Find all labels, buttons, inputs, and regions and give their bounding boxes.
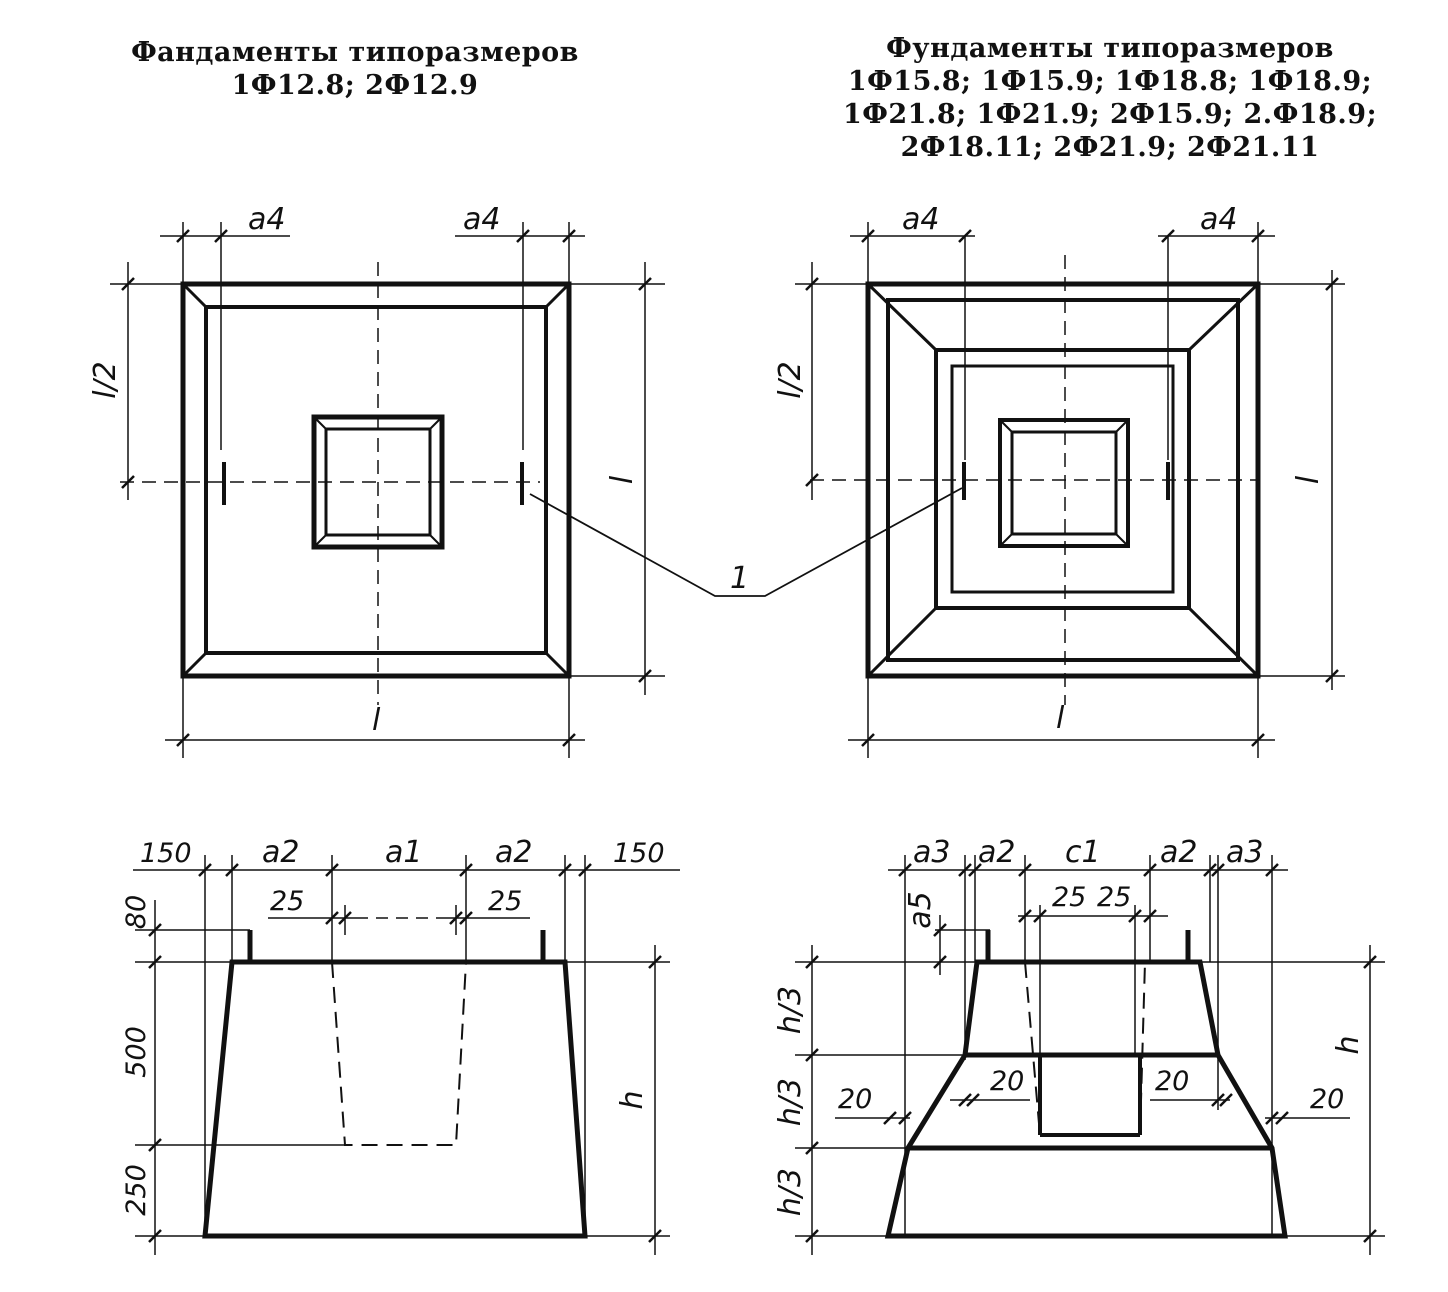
sec-left-dim-a2-left: a2: [262, 835, 299, 870]
sec-left-dim-a2-right: a2: [495, 835, 532, 870]
plan-left-l-half: l/2: [88, 361, 123, 399]
sec-right-dim-20-outer-left: 20: [838, 1084, 872, 1115]
sec-right-dim-a2-right: a2: [1160, 835, 1197, 870]
plan-right-l-bottom: l: [1056, 701, 1065, 736]
plan-right-step: [934, 348, 1191, 610]
sec-right-h3-bottom: h/3: [773, 1168, 808, 1216]
plan-left-a4-right: a4: [463, 202, 500, 237]
sec-right-h3-top: h/3: [773, 986, 808, 1034]
callout-label: 1: [730, 561, 749, 596]
sec-right-dim-25-left: 25: [1052, 882, 1086, 913]
sec-right-dim-c1: c1: [1065, 835, 1101, 870]
sec-left-dim-a1: a1: [385, 835, 422, 870]
sec-right-dim-20-inner-right: 20: [1155, 1066, 1189, 1097]
sec-right-dim-a3-right: a3: [1226, 835, 1263, 870]
plan-left-a4-left: a4: [248, 202, 285, 237]
sec-right-h3-mid: h/3: [773, 1078, 808, 1126]
title-right-line-3: 1Ф21.8; 1Ф21.9; 2Ф15.9; 2.Ф18.9;: [842, 99, 1378, 130]
sec-left-dim-150-right: 150: [613, 838, 665, 869]
sec-right-dim-a2-left: a2: [978, 835, 1015, 870]
sec-left-h-250: 250: [121, 1164, 152, 1216]
sec-right-a5: a5: [903, 891, 938, 928]
title-left-line-1: Фандаменты типоразмеров: [131, 37, 579, 68]
title-right: Фундаменты типоразмеров 1Ф15.8; 1Ф15.9; …: [820, 32, 1400, 164]
title-left-line-2: 1Ф12.8; 2Ф12.9: [231, 70, 479, 101]
sec-right-dim-25-right: 25: [1097, 882, 1131, 913]
plan-right-a4-right: a4: [1200, 202, 1237, 237]
section-right: [795, 855, 1385, 1255]
plan-right-socket: [998, 418, 1130, 548]
plan-left-inner: [204, 305, 548, 655]
sec-left-dim-25-left: 25: [270, 886, 304, 917]
plan-left-l-side: l: [605, 475, 640, 484]
title-right-line-2: 1Ф15.8; 1Ф15.9; 1Ф18.8; 1Ф18.9;: [847, 66, 1373, 97]
title-right-line-4: 2Ф18.11; 2Ф21.9; 2Ф21.11: [900, 132, 1320, 163]
plan-right-a4-left: a4: [902, 202, 939, 237]
plan-left-outline: [180, 281, 572, 679]
sec-right-dim-20-outer-right: 20: [1310, 1084, 1344, 1115]
title-right-line-1: Фундаменты типоразмеров: [886, 33, 1334, 64]
plan-right-l-side: l: [1291, 475, 1326, 484]
sec-right-dim-a3-left: a3: [913, 835, 950, 870]
plan-left-l-bottom: l: [372, 703, 381, 738]
sec-left-dim-25-right: 25: [488, 886, 522, 917]
sec-left-h-500: 500: [121, 1026, 152, 1078]
sec-left-h-80: 80: [121, 895, 152, 929]
sec-left-h: h: [615, 1090, 650, 1109]
title-left: Фандаменты типоразмеров 1Ф12.8; 2Ф12.9: [95, 36, 615, 102]
plan-left: [110, 222, 665, 758]
sec-left-dim-150-left: 150: [140, 838, 192, 869]
sec-right-dim-20-inner-left: 20: [990, 1066, 1024, 1097]
sec-right-h: h: [1331, 1035, 1366, 1054]
section-left-body: [202, 959, 588, 1239]
plan-right-l-half: l/2: [773, 361, 808, 399]
plan-right: [795, 222, 1345, 758]
section-left: [133, 855, 680, 1255]
callout-leader: [529, 487, 963, 597]
